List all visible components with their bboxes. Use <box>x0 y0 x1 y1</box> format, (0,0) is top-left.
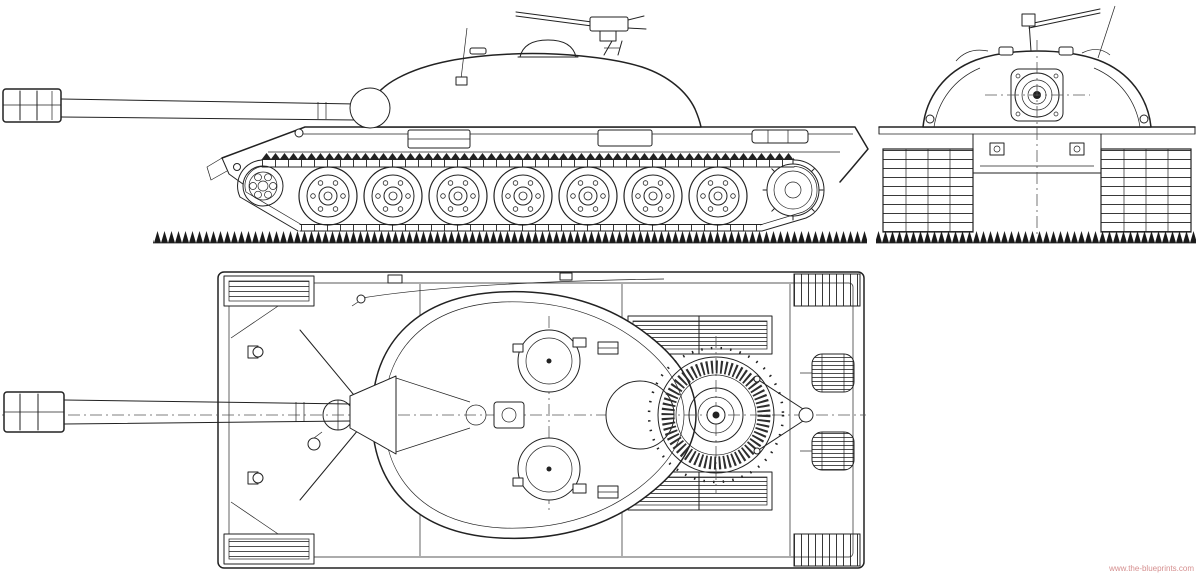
road-wheel <box>363 166 423 226</box>
exhaust-side <box>751 129 809 144</box>
periscope-side <box>469 47 487 55</box>
aa-machine-gun-side <box>515 11 647 56</box>
rear-mudflaps <box>793 273 861 567</box>
turret-hatch-lower <box>512 437 587 501</box>
rear-a-frame <box>753 375 814 455</box>
tracks-front <box>882 148 1192 233</box>
periscope-front <box>1058 46 1074 56</box>
fender-fitting <box>387 274 403 284</box>
turret-front <box>922 5 1152 238</box>
headlight-side <box>294 128 304 138</box>
ground-side <box>153 231 867 244</box>
muzzle-brake-top <box>3 391 65 433</box>
side-view <box>2 11 869 244</box>
track-side <box>237 153 825 232</box>
road-wheel <box>493 166 553 226</box>
antenna-front <box>1097 5 1116 59</box>
gun-breech-ring <box>465 404 487 426</box>
headlight-top <box>307 437 321 451</box>
turret-top <box>2 290 866 540</box>
cupola-front <box>955 49 989 62</box>
tow-hook-front <box>1069 142 1085 156</box>
ground-front <box>876 231 1196 244</box>
tow-cable <box>361 278 665 299</box>
gun-barrel-top <box>3 375 487 455</box>
running-gear-side <box>237 153 825 232</box>
ventilator-dome <box>647 346 785 484</box>
turret-hatch-upper <box>512 329 587 393</box>
antenna-side <box>460 27 468 80</box>
road-wheel <box>428 166 488 226</box>
top-view <box>2 271 866 569</box>
commander-cupola <box>519 39 577 58</box>
periscope-front <box>998 46 1014 56</box>
front-mudflap <box>206 157 228 181</box>
external-fuel-tanks <box>800 353 855 471</box>
idler-wheel <box>242 165 284 207</box>
road-wheel <box>623 166 683 226</box>
turret-side <box>349 11 702 129</box>
hull-side <box>206 126 869 193</box>
drive-sprocket <box>762 159 824 221</box>
tow-hook-side <box>233 163 241 171</box>
muzzle-brake-side <box>2 88 62 123</box>
watermark: www.the-blueprints.com <box>1108 564 1194 573</box>
gun-barrel-side <box>2 88 357 123</box>
gun-mantlet-side <box>349 87 391 129</box>
corner-stowage-boxes <box>223 275 315 565</box>
road-wheel <box>558 166 618 226</box>
lifting-eye <box>925 114 935 124</box>
front-view <box>876 5 1196 244</box>
tow-hook-front <box>989 142 1005 156</box>
fender-fitting <box>559 272 573 281</box>
road-wheel <box>688 166 748 226</box>
stowage-box-side <box>597 129 653 147</box>
lifting-eye <box>1139 114 1149 124</box>
gunner-sight <box>493 401 525 429</box>
road-wheel <box>298 166 358 226</box>
aa-machine-gun-front <box>1021 8 1101 52</box>
